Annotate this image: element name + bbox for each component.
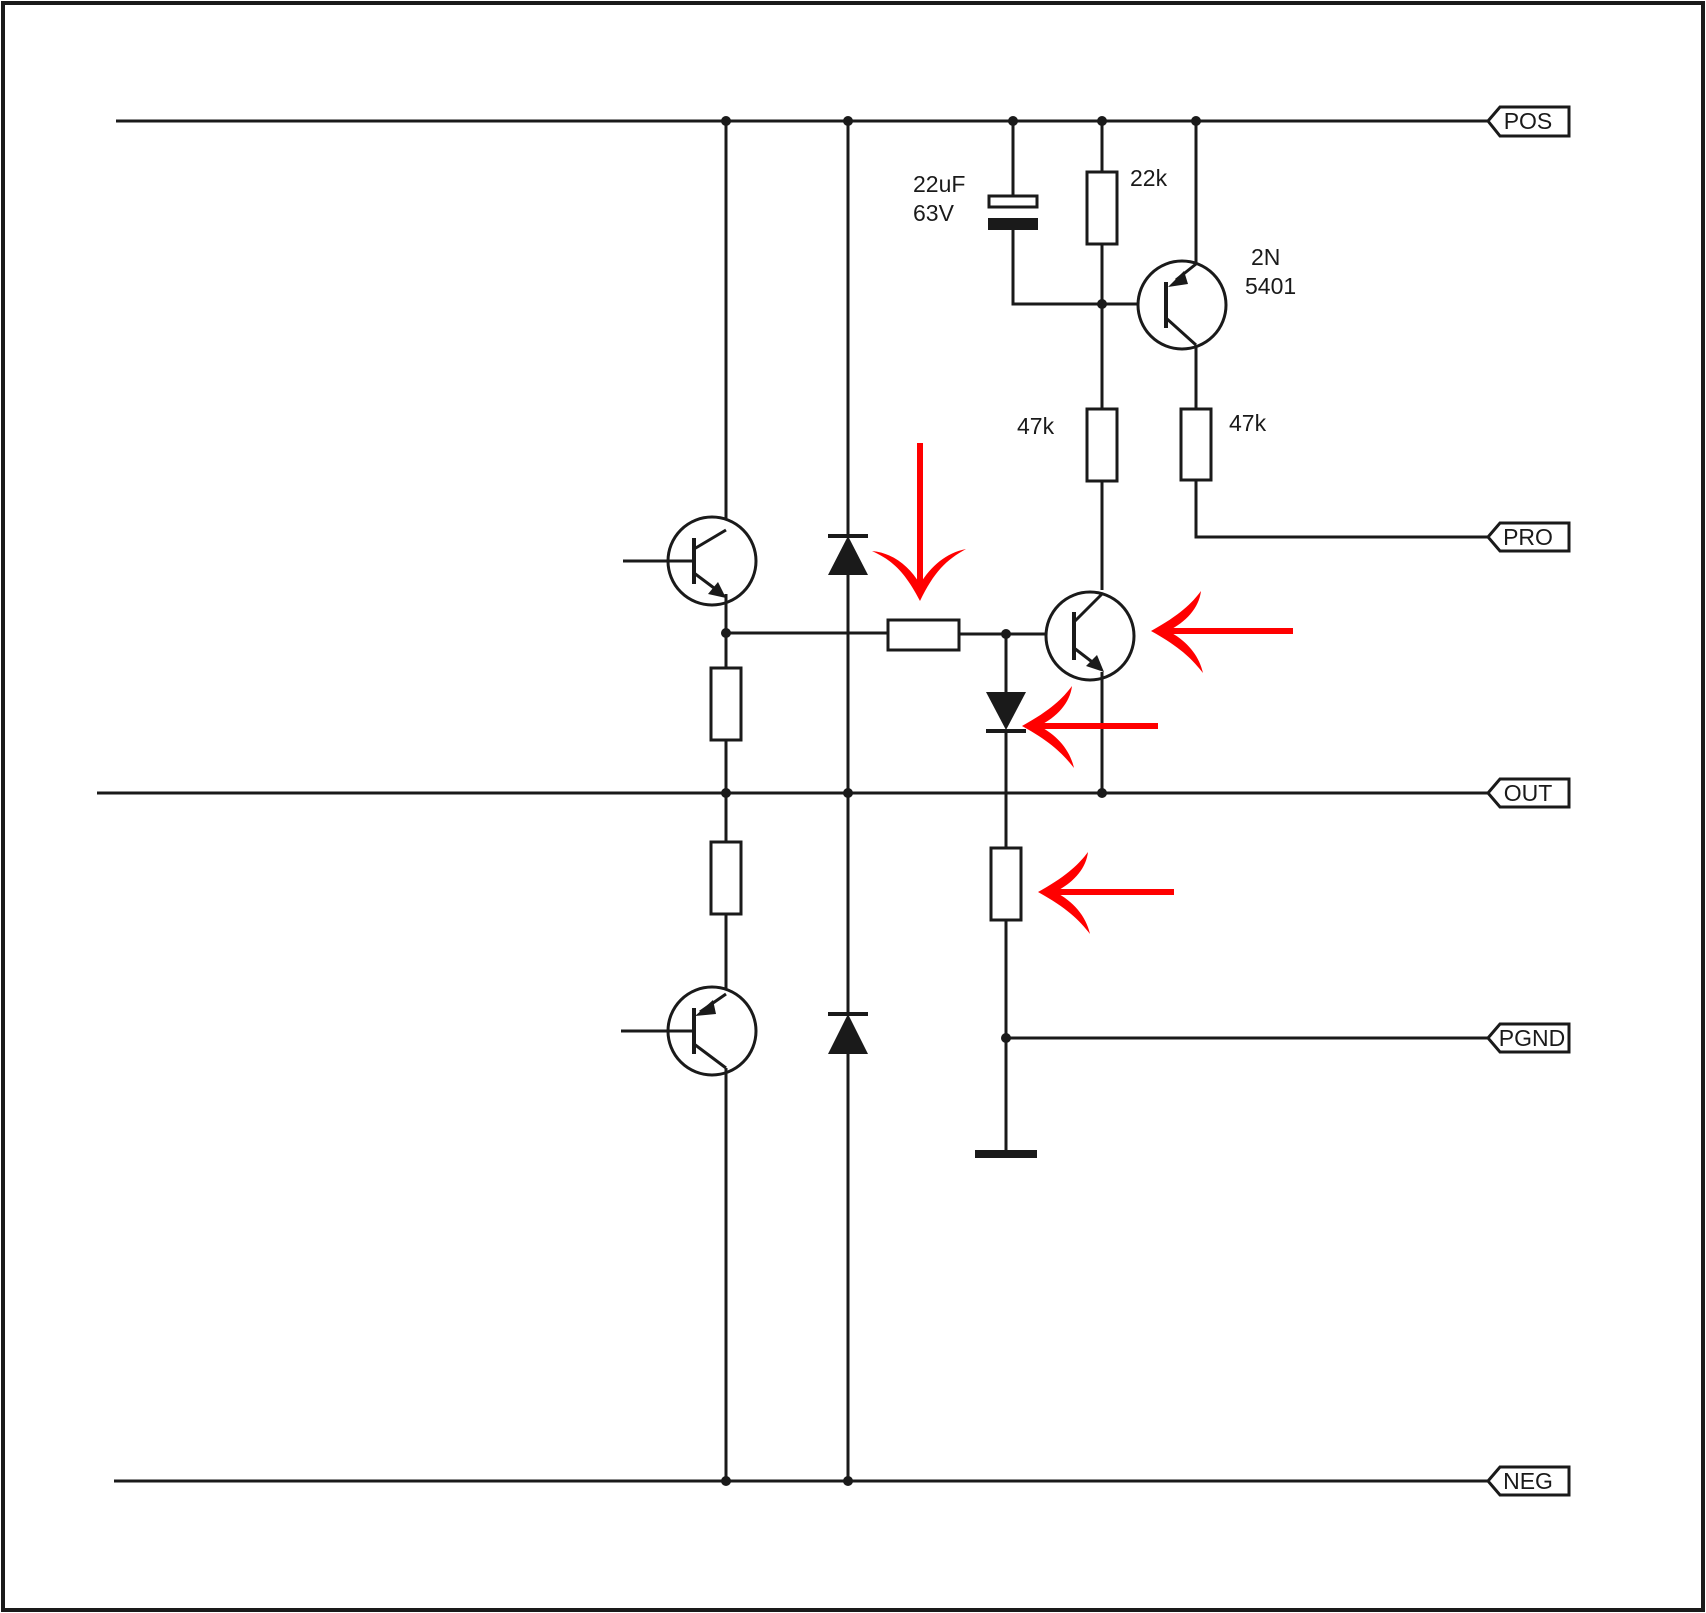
port-out: OUT	[1486, 777, 1571, 809]
highlight-arrow-feed-resistor	[872, 443, 966, 601]
highlight-arrow-sense-resistor	[1038, 852, 1174, 934]
port-pgnd-label: PGND	[1499, 1025, 1565, 1051]
resistor-upper-emitter	[709, 666, 743, 742]
junction-dots	[721, 116, 1201, 1486]
upper-diode	[828, 534, 868, 575]
label-q-line1: 2N	[1251, 244, 1280, 270]
resistor-47k-right	[1179, 407, 1213, 482]
upper-npn-transistor	[623, 515, 758, 607]
resistor-47k-left	[1085, 407, 1119, 483]
port-pro-label: PRO	[1503, 524, 1553, 550]
lower-pnp-transistor	[621, 985, 758, 1077]
label-q-line2: 5401	[1245, 273, 1296, 299]
label-r-47k-left: 47k	[1017, 413, 1055, 439]
port-out-label: OUT	[1504, 780, 1553, 806]
port-pos: POS	[1486, 105, 1571, 138]
port-pgnd: PGND	[1486, 1022, 1571, 1054]
port-pos-label: POS	[1504, 108, 1553, 134]
resistor-22k	[1085, 170, 1119, 246]
lower-diode	[828, 1012, 868, 1054]
label-r-22k: 22k	[1130, 165, 1168, 191]
port-neg-label: NEG	[1503, 1468, 1553, 1494]
highlight-arrow-protection-transistor	[1151, 591, 1293, 673]
protection-npn-transistor	[1044, 590, 1136, 682]
port-pro: PRO	[1486, 521, 1571, 553]
pnp-2n5401-transistor	[1136, 259, 1228, 351]
highlight-arrow-sense-diode	[1022, 686, 1158, 768]
label-cap-value: 22uF	[913, 171, 965, 197]
label-r-47k-right: 47k	[1229, 410, 1267, 436]
pro-wire	[1194, 480, 1488, 539]
wire-cap-bottom	[1011, 230, 1140, 306]
resistor-feed	[886, 618, 961, 652]
port-neg: NEG	[1486, 1465, 1571, 1497]
resistor-sense	[989, 846, 1023, 922]
resistor-lower-emitter	[709, 840, 743, 916]
label-cap-voltage: 63V	[913, 200, 955, 226]
sense-diode	[986, 692, 1026, 733]
electrolytic-capacitor	[987, 194, 1039, 230]
